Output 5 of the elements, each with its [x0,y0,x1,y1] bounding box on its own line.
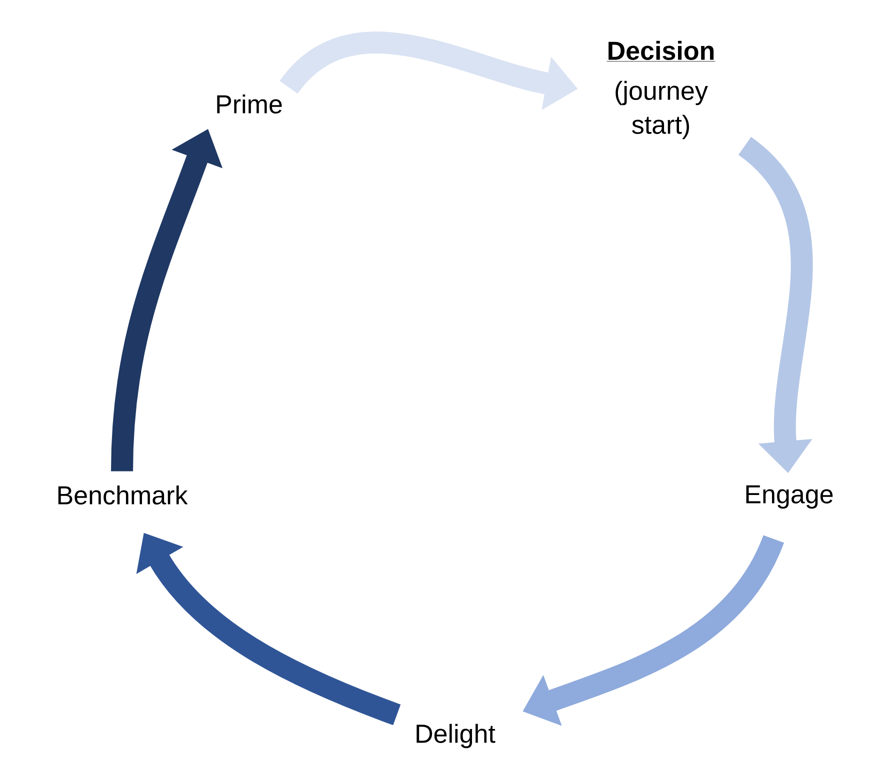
stage-label: Engage [746,485,833,509]
stage-label: Decision (journey start) [606,40,716,140]
stage-label: Benchmark [58,485,188,505]
stage-label: Prime [217,94,282,114]
stage-label: Delight [416,724,496,748]
